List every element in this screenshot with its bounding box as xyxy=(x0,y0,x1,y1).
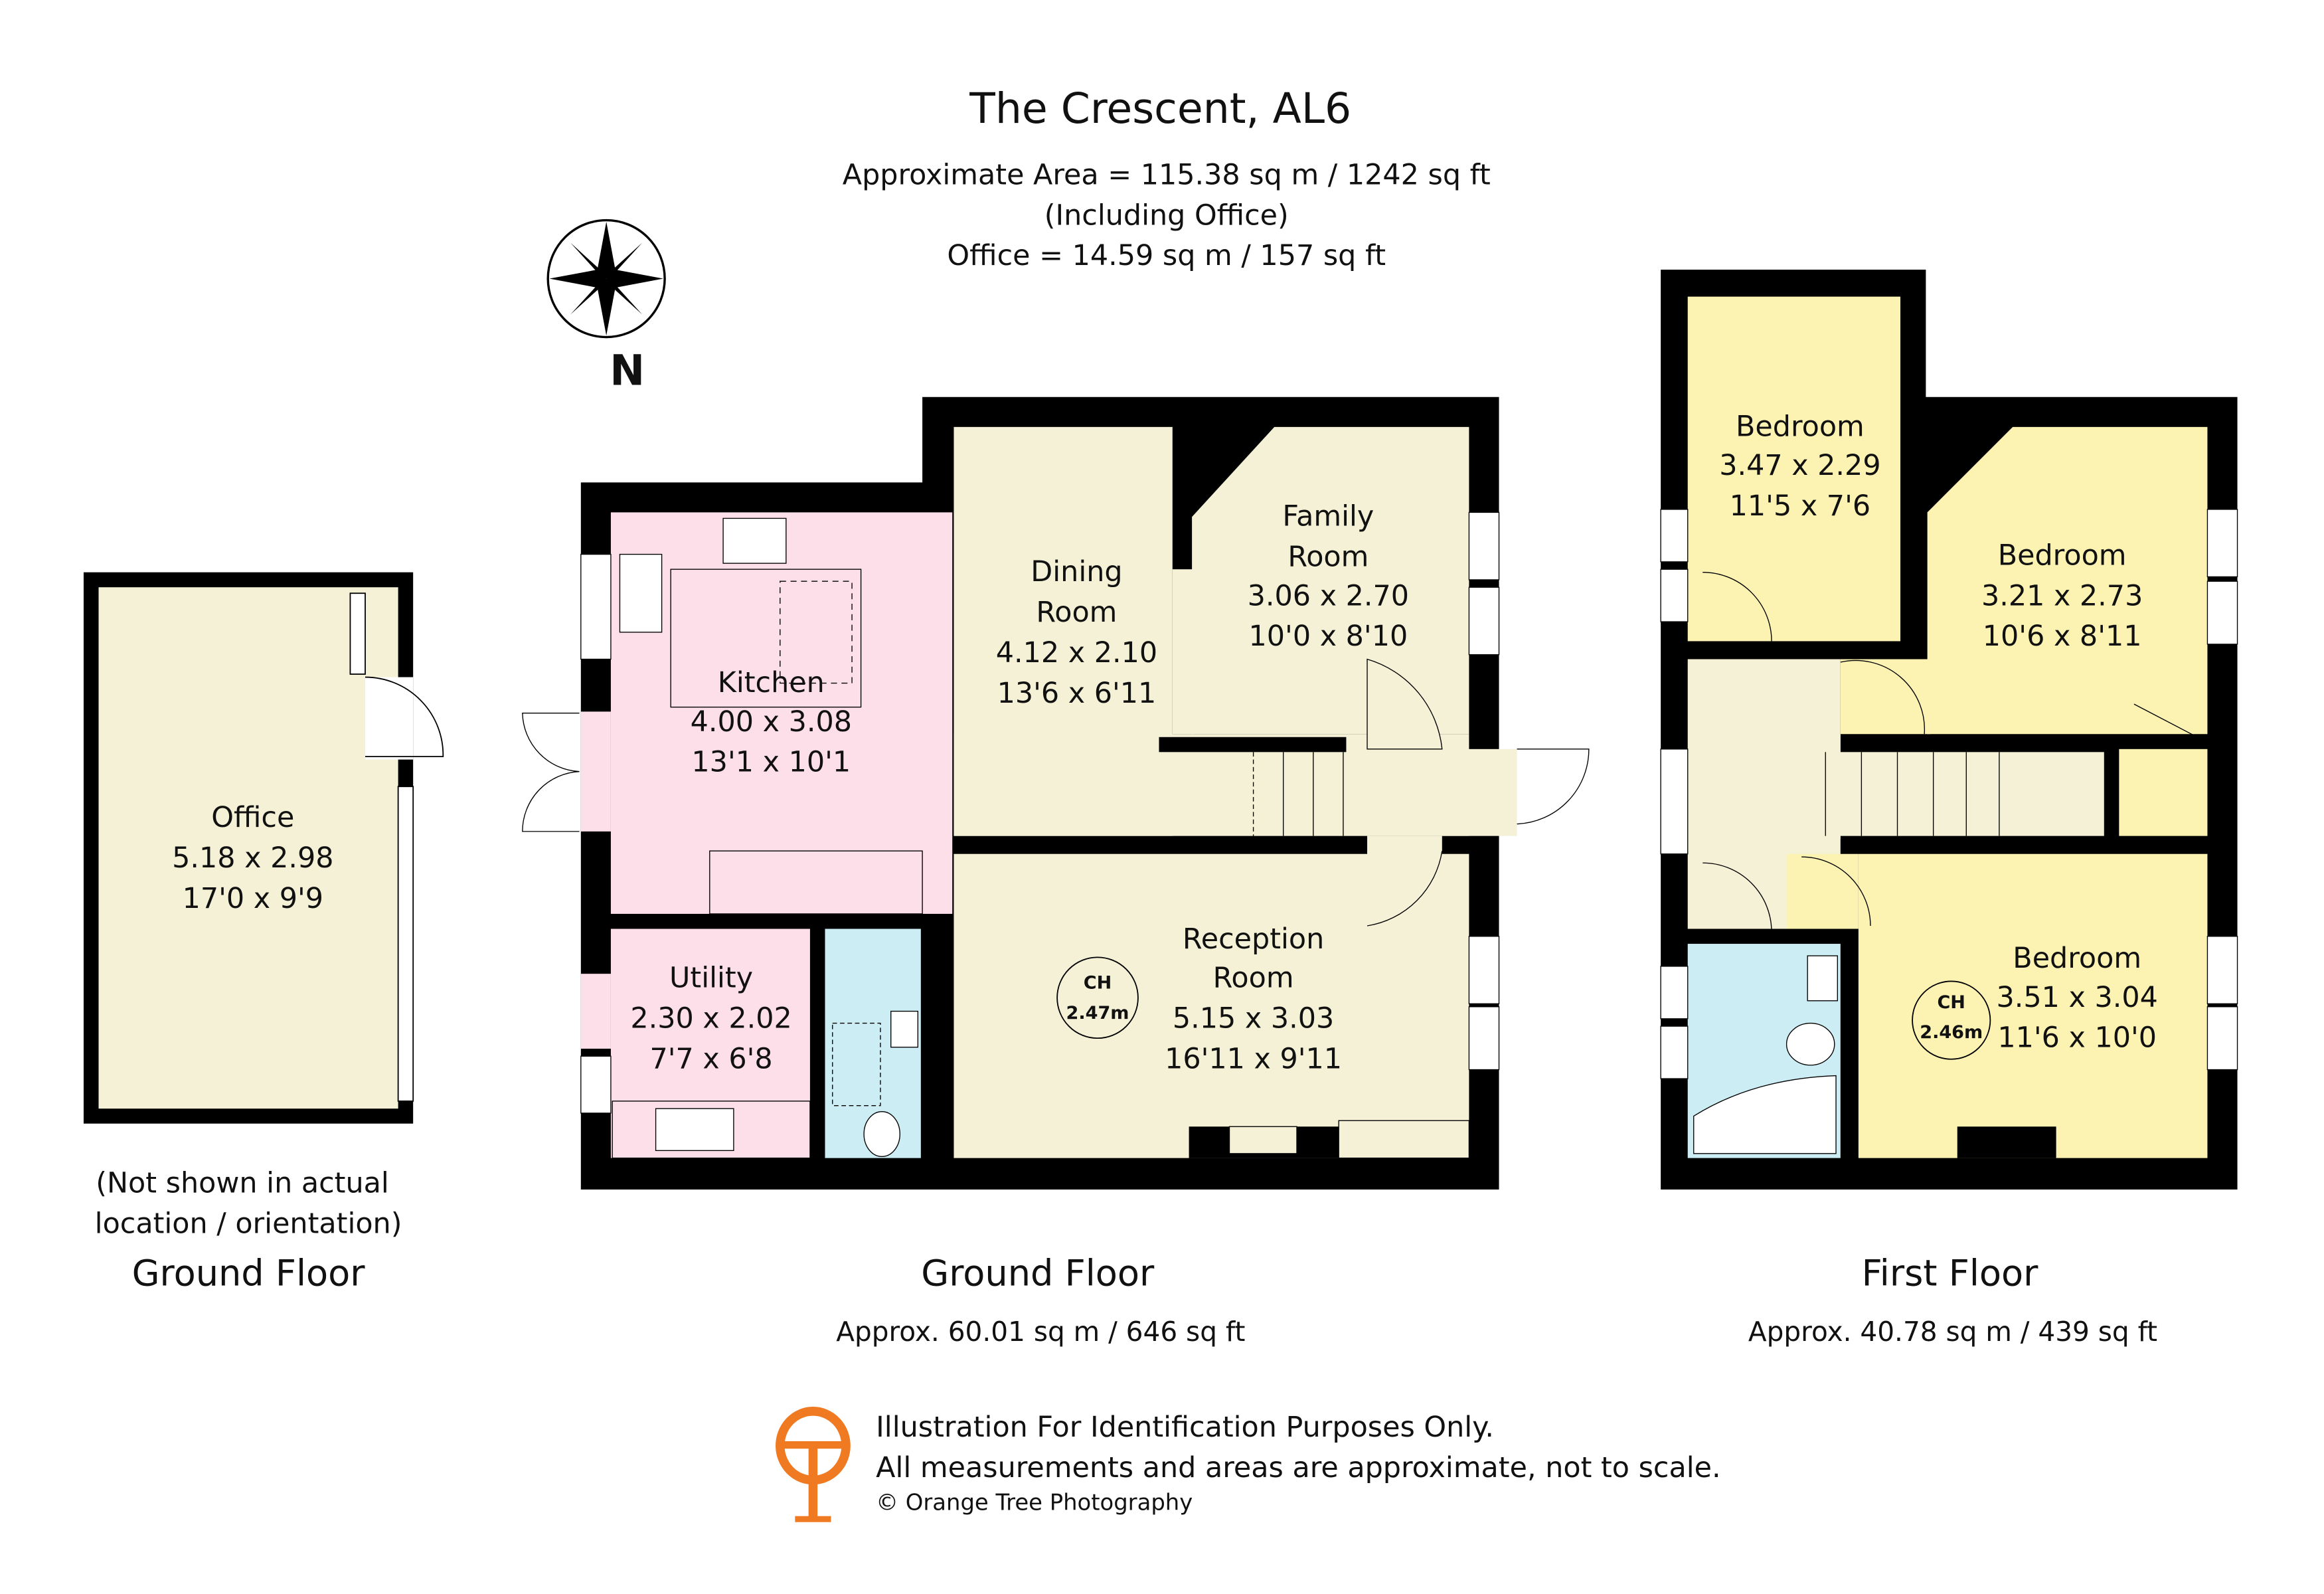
room-metric: 4.00 x 3.08 xyxy=(691,705,852,739)
room-imperial: 11'5 x 7'6 xyxy=(1730,489,1870,523)
room-name: Dining xyxy=(1031,555,1122,588)
compass-north-label: N xyxy=(610,346,645,395)
ceiling-height-value: 2.46m xyxy=(1920,1022,1983,1043)
first-floor-label: First Floor xyxy=(1862,1252,2039,1294)
room-metric: 5.18 x 2.98 xyxy=(172,841,333,875)
reception-room xyxy=(954,853,1469,1158)
room-imperial: 16'11 x 9'11 xyxy=(1165,1042,1342,1075)
first-floor-plan: CH 2.46m Bedroom 3.47 x 2.29 11'5 x 7'6 … xyxy=(1660,270,2238,1190)
total-area: Approximate Area = 115.38 sq m / 1242 sq… xyxy=(843,158,1491,191)
room-imperial: 10'0 x 8'10 xyxy=(1249,620,1408,653)
bedroom-1 xyxy=(1687,296,1901,642)
ceiling-height-label: CH xyxy=(1084,973,1112,994)
room-name: Office xyxy=(211,801,294,834)
room-name: Room xyxy=(1213,961,1294,994)
room-imperial: 10'6 x 8'11 xyxy=(1983,620,2142,653)
ceiling-height-label: CH xyxy=(1937,992,1965,1013)
room-name: Bedroom xyxy=(1736,410,1865,443)
room-imperial: 7'7 x 6'8 xyxy=(649,1042,772,1075)
office-area: Office = 14.59 sq m / 157 sq ft xyxy=(947,239,1386,272)
room-metric: 5.15 x 3.03 xyxy=(1173,1002,1334,1035)
disclaimer-line2: All measurements and areas are approxima… xyxy=(876,1451,1720,1484)
office-plan: Office 5.18 x 2.98 17'0 x 9'9 xyxy=(83,572,444,1124)
room-name: Utility xyxy=(669,961,753,994)
room-metric: 4.12 x 2.10 xyxy=(996,636,1157,669)
orange-tree-logo xyxy=(776,1407,851,1522)
room-name: Family xyxy=(1282,500,1374,533)
ground-floor-plan: CH 2.47m Kitchen 4.00 x 3.08 13'1 x 10'1… xyxy=(522,397,1590,1190)
room-name: Kitchen xyxy=(718,666,825,699)
bedroom-2 xyxy=(1927,426,2208,735)
room-imperial: 17'0 x 9'9 xyxy=(183,882,323,915)
page-title: The Crescent, AL6 xyxy=(969,84,1351,133)
first-floor-area: Approx. 40.78 sq m / 439 sq ft xyxy=(1748,1316,2157,1348)
ground-floor-area: Approx. 60.01 sq m / 646 sq ft xyxy=(836,1316,1245,1348)
bedroom-3 xyxy=(1858,853,2208,1158)
room-name: Room xyxy=(1036,596,1117,629)
room-name: Room xyxy=(1287,541,1369,574)
room-name: Reception xyxy=(1183,923,1324,956)
room-imperial: 13'1 x 10'1 xyxy=(691,746,851,779)
room-imperial: 11'6 x 10'0 xyxy=(1997,1021,2157,1055)
room-metric: 3.47 x 2.29 xyxy=(1719,449,1880,482)
room-metric: 3.51 x 3.04 xyxy=(1997,981,2158,1014)
copyright: © Orange Tree Photography xyxy=(876,1490,1193,1516)
room-metric: 2.30 x 2.02 xyxy=(630,1002,791,1035)
office-note: (Not shown in actual xyxy=(96,1166,388,1199)
kitchen xyxy=(610,512,953,914)
room-imperial: 13'6 x 6'11 xyxy=(997,677,1157,710)
ground-floor-label: Ground Floor xyxy=(921,1252,1155,1294)
disclaimer-line1: Illustration For Identification Purposes… xyxy=(876,1411,1494,1444)
room-name: Bedroom xyxy=(2013,942,2141,975)
including-note: (Including Office) xyxy=(1044,199,1289,232)
room-metric: 3.21 x 2.73 xyxy=(1981,579,2143,612)
room-metric: 3.06 x 2.70 xyxy=(1248,579,1409,612)
office-floor-label: Ground Floor xyxy=(132,1252,366,1294)
compass-rose-icon xyxy=(546,219,666,339)
office-note: location / orientation) xyxy=(95,1207,402,1240)
stairs xyxy=(1786,752,2104,836)
family-room xyxy=(1192,426,1469,735)
ceiling-height-value: 2.47m xyxy=(1066,1003,1129,1023)
room-name: Bedroom xyxy=(1998,539,2127,572)
